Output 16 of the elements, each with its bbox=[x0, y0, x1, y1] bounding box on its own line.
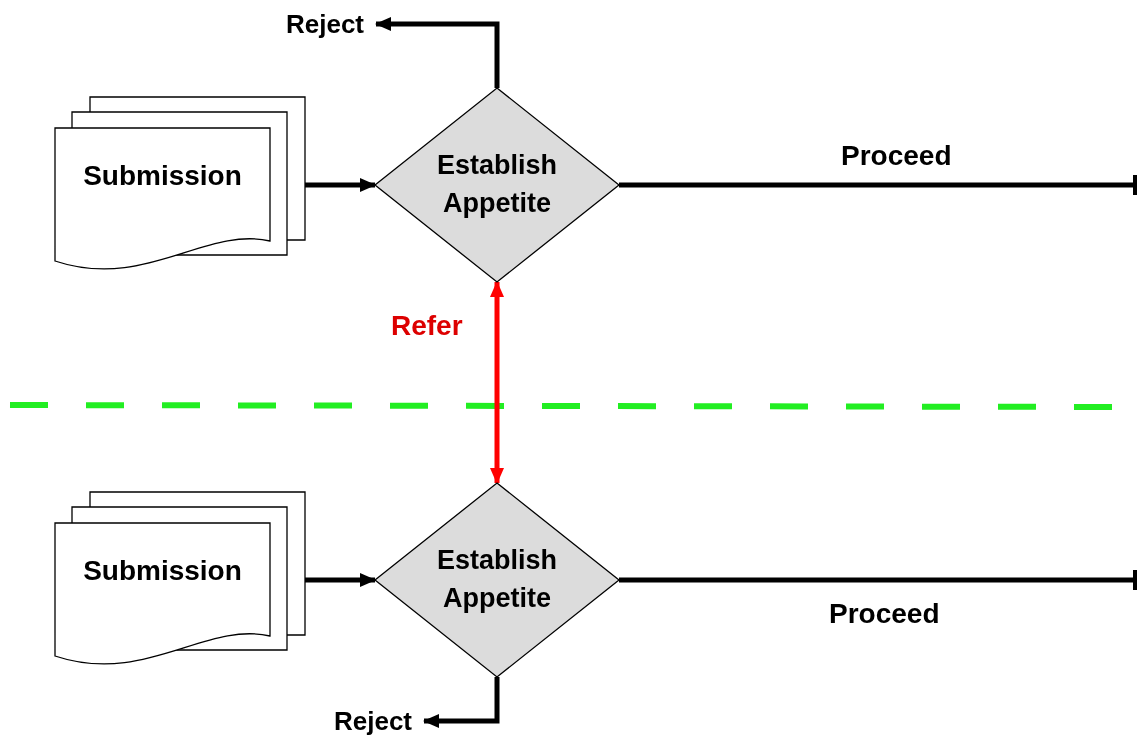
node-label: Establish Appetite bbox=[435, 544, 558, 615]
arrow bbox=[305, 573, 376, 587]
arrow bbox=[375, 17, 500, 88]
document-stack bbox=[55, 97, 305, 272]
reject-label: Reject bbox=[274, 6, 376, 42]
node-label: Submission bbox=[82, 158, 243, 193]
decision-diamond bbox=[375, 483, 619, 677]
reject-label: Reject bbox=[322, 703, 424, 737]
decision-diamond bbox=[375, 88, 619, 282]
document-stack bbox=[55, 492, 305, 667]
node-label: Establish Appetite bbox=[435, 149, 558, 220]
arrow bbox=[490, 281, 504, 484]
arrow bbox=[423, 677, 500, 728]
edge-label: Refer bbox=[390, 310, 464, 342]
arrow bbox=[305, 178, 376, 192]
node-label: Submission bbox=[82, 553, 243, 588]
